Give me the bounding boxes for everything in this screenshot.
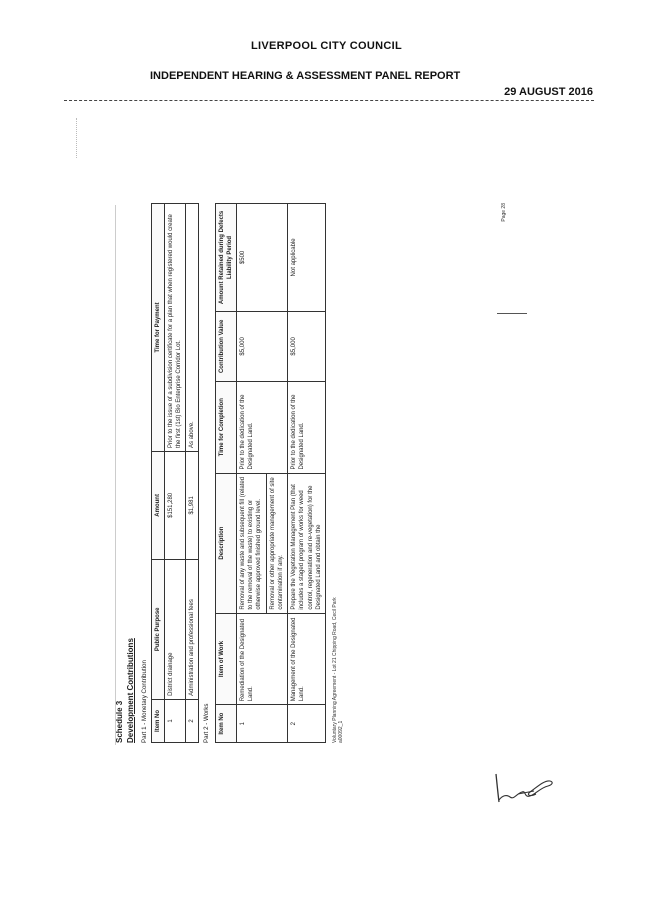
table-cell: $151,280	[164, 451, 186, 560]
column-header: Amount	[151, 451, 165, 560]
column-header: Time for Payment	[151, 203, 165, 452]
table-header-row: Item No Public Purpose Amount Time for P…	[151, 203, 165, 743]
table-cell: Prepare the Vegetation Management Plan (…	[287, 473, 326, 614]
report-date: 29 AUGUST 2016	[504, 86, 593, 98]
header-rule	[64, 100, 594, 101]
council-name: LIVERPOOL CITY COUNCIL	[250, 40, 403, 52]
column-header: Item of Work	[215, 613, 237, 705]
table-cell: Management of the Designated Land.	[287, 613, 326, 705]
table-cell: As above.	[185, 203, 199, 452]
part2-heading: Part 2 - Works	[203, 703, 211, 743]
table-row: 1 District drainage $151,280 Prior to th…	[164, 203, 186, 743]
table-cell: $500	[236, 203, 288, 312]
table-cell: Administration and professional fees	[185, 559, 199, 700]
table-cell: 1	[236, 704, 288, 743]
table-cell: Remediation of the Designated Land.	[236, 613, 288, 705]
scan-artifact	[76, 118, 85, 158]
table-cell: $5,000	[236, 311, 288, 382]
footer-agreement-line: Voluntary Planning Agreement - Lot 21 Ch…	[331, 597, 338, 743]
table-cell: $1,981	[185, 451, 199, 560]
schedule-subtitle: Development Contributions	[125, 638, 135, 743]
column-header: Time for Completion	[215, 381, 237, 474]
table-header-row: Item No Item of Work Description Time fo…	[215, 203, 237, 743]
table-cell: Prior to the dedication of the Designate…	[287, 381, 326, 474]
column-header: Description	[215, 473, 237, 614]
table-row: 2 Administration and professional fees $…	[185, 203, 199, 743]
table-row: 2 Management of the Designated Land. Pre…	[287, 203, 326, 743]
description-text: Removal or other appropriate management …	[266, 473, 286, 613]
footer-reference-line: a00092_1	[338, 720, 345, 743]
column-header: Item No	[151, 699, 165, 743]
table-cell: 1	[164, 699, 186, 743]
table-row: 1 Remediation of the Designated Land. Re…	[236, 203, 288, 743]
works-table: Item No Item of Work Description Time fo…	[215, 203, 326, 743]
table-cell: District drainage	[164, 559, 186, 700]
column-header: Public Purpose	[151, 559, 165, 700]
table-cell: Not applicable	[287, 203, 326, 312]
part1-heading: Part 1 - Monetary Contribution	[140, 660, 148, 743]
signature	[495, 773, 553, 803]
table-cell: $5,000	[287, 311, 326, 382]
report-title: INDEPENDENT HEARING & ASSESSMENT PANEL R…	[150, 70, 461, 82]
scan-mark	[497, 313, 527, 314]
document-footer: Voluntary Planning Agreement - Lot 21 Ch…	[332, 203, 346, 743]
column-header: Item No	[215, 704, 237, 743]
column-header: Amount Retained during Defects Liability…	[215, 203, 237, 312]
page-number: Page 28	[501, 203, 507, 222]
rotated-scanned-page: Schedule 3 Development Contributions Par…	[115, 203, 515, 743]
column-header: Contribution Value	[215, 311, 237, 382]
table-cell: Prior to the issue of a subdivision cert…	[164, 203, 186, 452]
monetary-contribution-table: Item No Public Purpose Amount Time for P…	[151, 203, 199, 743]
table-cell: 2	[287, 704, 326, 743]
table-cell: Prior to the dedication of the Designate…	[236, 381, 288, 474]
schedule-title: Schedule 3	[115, 700, 124, 743]
table-cell: Removal of any waste and subsequent fill…	[236, 473, 288, 614]
scan-margin-line	[115, 205, 116, 745]
description-text: Removal of any waste and subsequent fill…	[239, 476, 263, 610]
table-cell: 2	[185, 699, 199, 743]
